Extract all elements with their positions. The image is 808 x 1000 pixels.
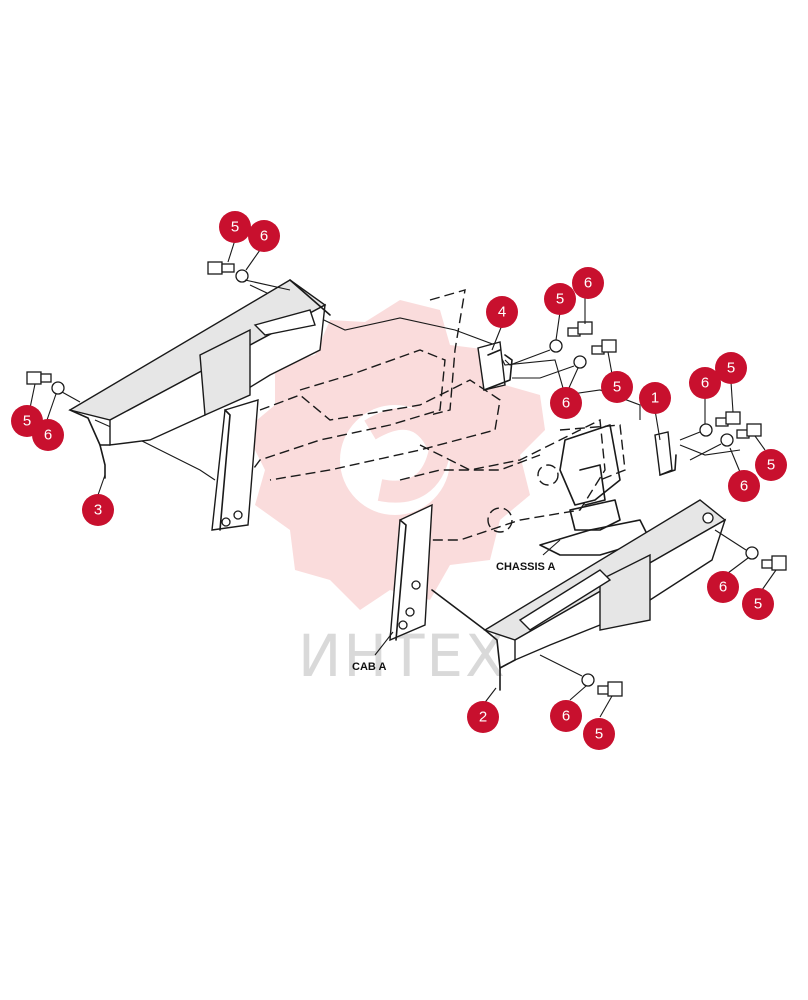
chassis-member bbox=[539, 424, 651, 556]
callout-5: 5 bbox=[755, 449, 787, 481]
callout-leaders bbox=[29, 239, 777, 718]
chassis-label: CHASSIS A bbox=[496, 561, 556, 573]
svg-text:5: 5 bbox=[231, 219, 239, 236]
callout-6: 6 bbox=[707, 571, 739, 603]
svg-text:6: 6 bbox=[562, 708, 570, 725]
callout-1: 1 bbox=[639, 382, 671, 414]
svg-text:3: 3 bbox=[94, 502, 102, 519]
callout-5: 5 bbox=[742, 588, 774, 620]
part-1-bracket bbox=[654, 431, 677, 477]
svg-text:6: 6 bbox=[584, 275, 592, 292]
svg-text:6: 6 bbox=[44, 427, 52, 444]
callout-6: 6 bbox=[550, 700, 582, 732]
callout-5: 5 bbox=[583, 718, 615, 750]
callout-6: 5 bbox=[544, 283, 576, 315]
svg-text:6: 6 bbox=[740, 478, 748, 495]
svg-text:5: 5 bbox=[556, 291, 564, 308]
bolt-icon bbox=[207, 261, 223, 275]
svg-text:5: 5 bbox=[727, 360, 735, 377]
washer-icon bbox=[235, 269, 249, 283]
svg-text:6: 6 bbox=[701, 375, 709, 392]
part-4-bracket bbox=[477, 341, 513, 391]
svg-text:2: 2 bbox=[479, 709, 487, 726]
svg-text:1: 1 bbox=[651, 390, 659, 407]
chassis-leader bbox=[542, 539, 561, 556]
callout-5: 6 bbox=[572, 267, 604, 299]
svg-text:5: 5 bbox=[767, 457, 775, 474]
callout-3: 3 bbox=[82, 494, 114, 526]
callout-5: 5 bbox=[601, 371, 633, 403]
svg-text:4: 4 bbox=[498, 304, 506, 321]
left-vertical-bracket bbox=[211, 399, 259, 531]
callout-6: 6 bbox=[550, 387, 582, 419]
svg-text:5: 5 bbox=[23, 413, 31, 430]
mounting-plate-outline-right bbox=[679, 444, 741, 456]
callout-6: 6 bbox=[32, 419, 64, 451]
callout-6: 6 bbox=[248, 220, 280, 252]
callout-6: 6 bbox=[689, 367, 721, 399]
callout-2: 2 bbox=[467, 701, 499, 733]
callout-6: 6 bbox=[728, 470, 760, 502]
svg-text:6: 6 bbox=[719, 579, 727, 596]
svg-text:5: 5 bbox=[595, 726, 603, 743]
fasteners bbox=[26, 261, 787, 697]
cab-label: CAB A bbox=[352, 661, 386, 673]
svg-text:5: 5 bbox=[613, 379, 621, 396]
part-3-left-rail bbox=[68, 279, 331, 479]
svg-text:5: 5 bbox=[754, 596, 762, 613]
callouts: 1 2 3 4 5 6 5 6 5 6 6 5 6 5 6 5 6 5 6 5 bbox=[11, 211, 787, 750]
callout-5: 5 bbox=[219, 211, 251, 243]
part-2-right-rail bbox=[431, 499, 727, 691]
cab-leader bbox=[374, 631, 394, 656]
center-vertical-bracket bbox=[389, 503, 433, 642]
callout-5: 5 bbox=[715, 352, 747, 384]
svg-text:6: 6 bbox=[260, 228, 268, 245]
svg-text:6: 6 bbox=[562, 395, 570, 412]
callout-4: 4 bbox=[486, 296, 518, 328]
